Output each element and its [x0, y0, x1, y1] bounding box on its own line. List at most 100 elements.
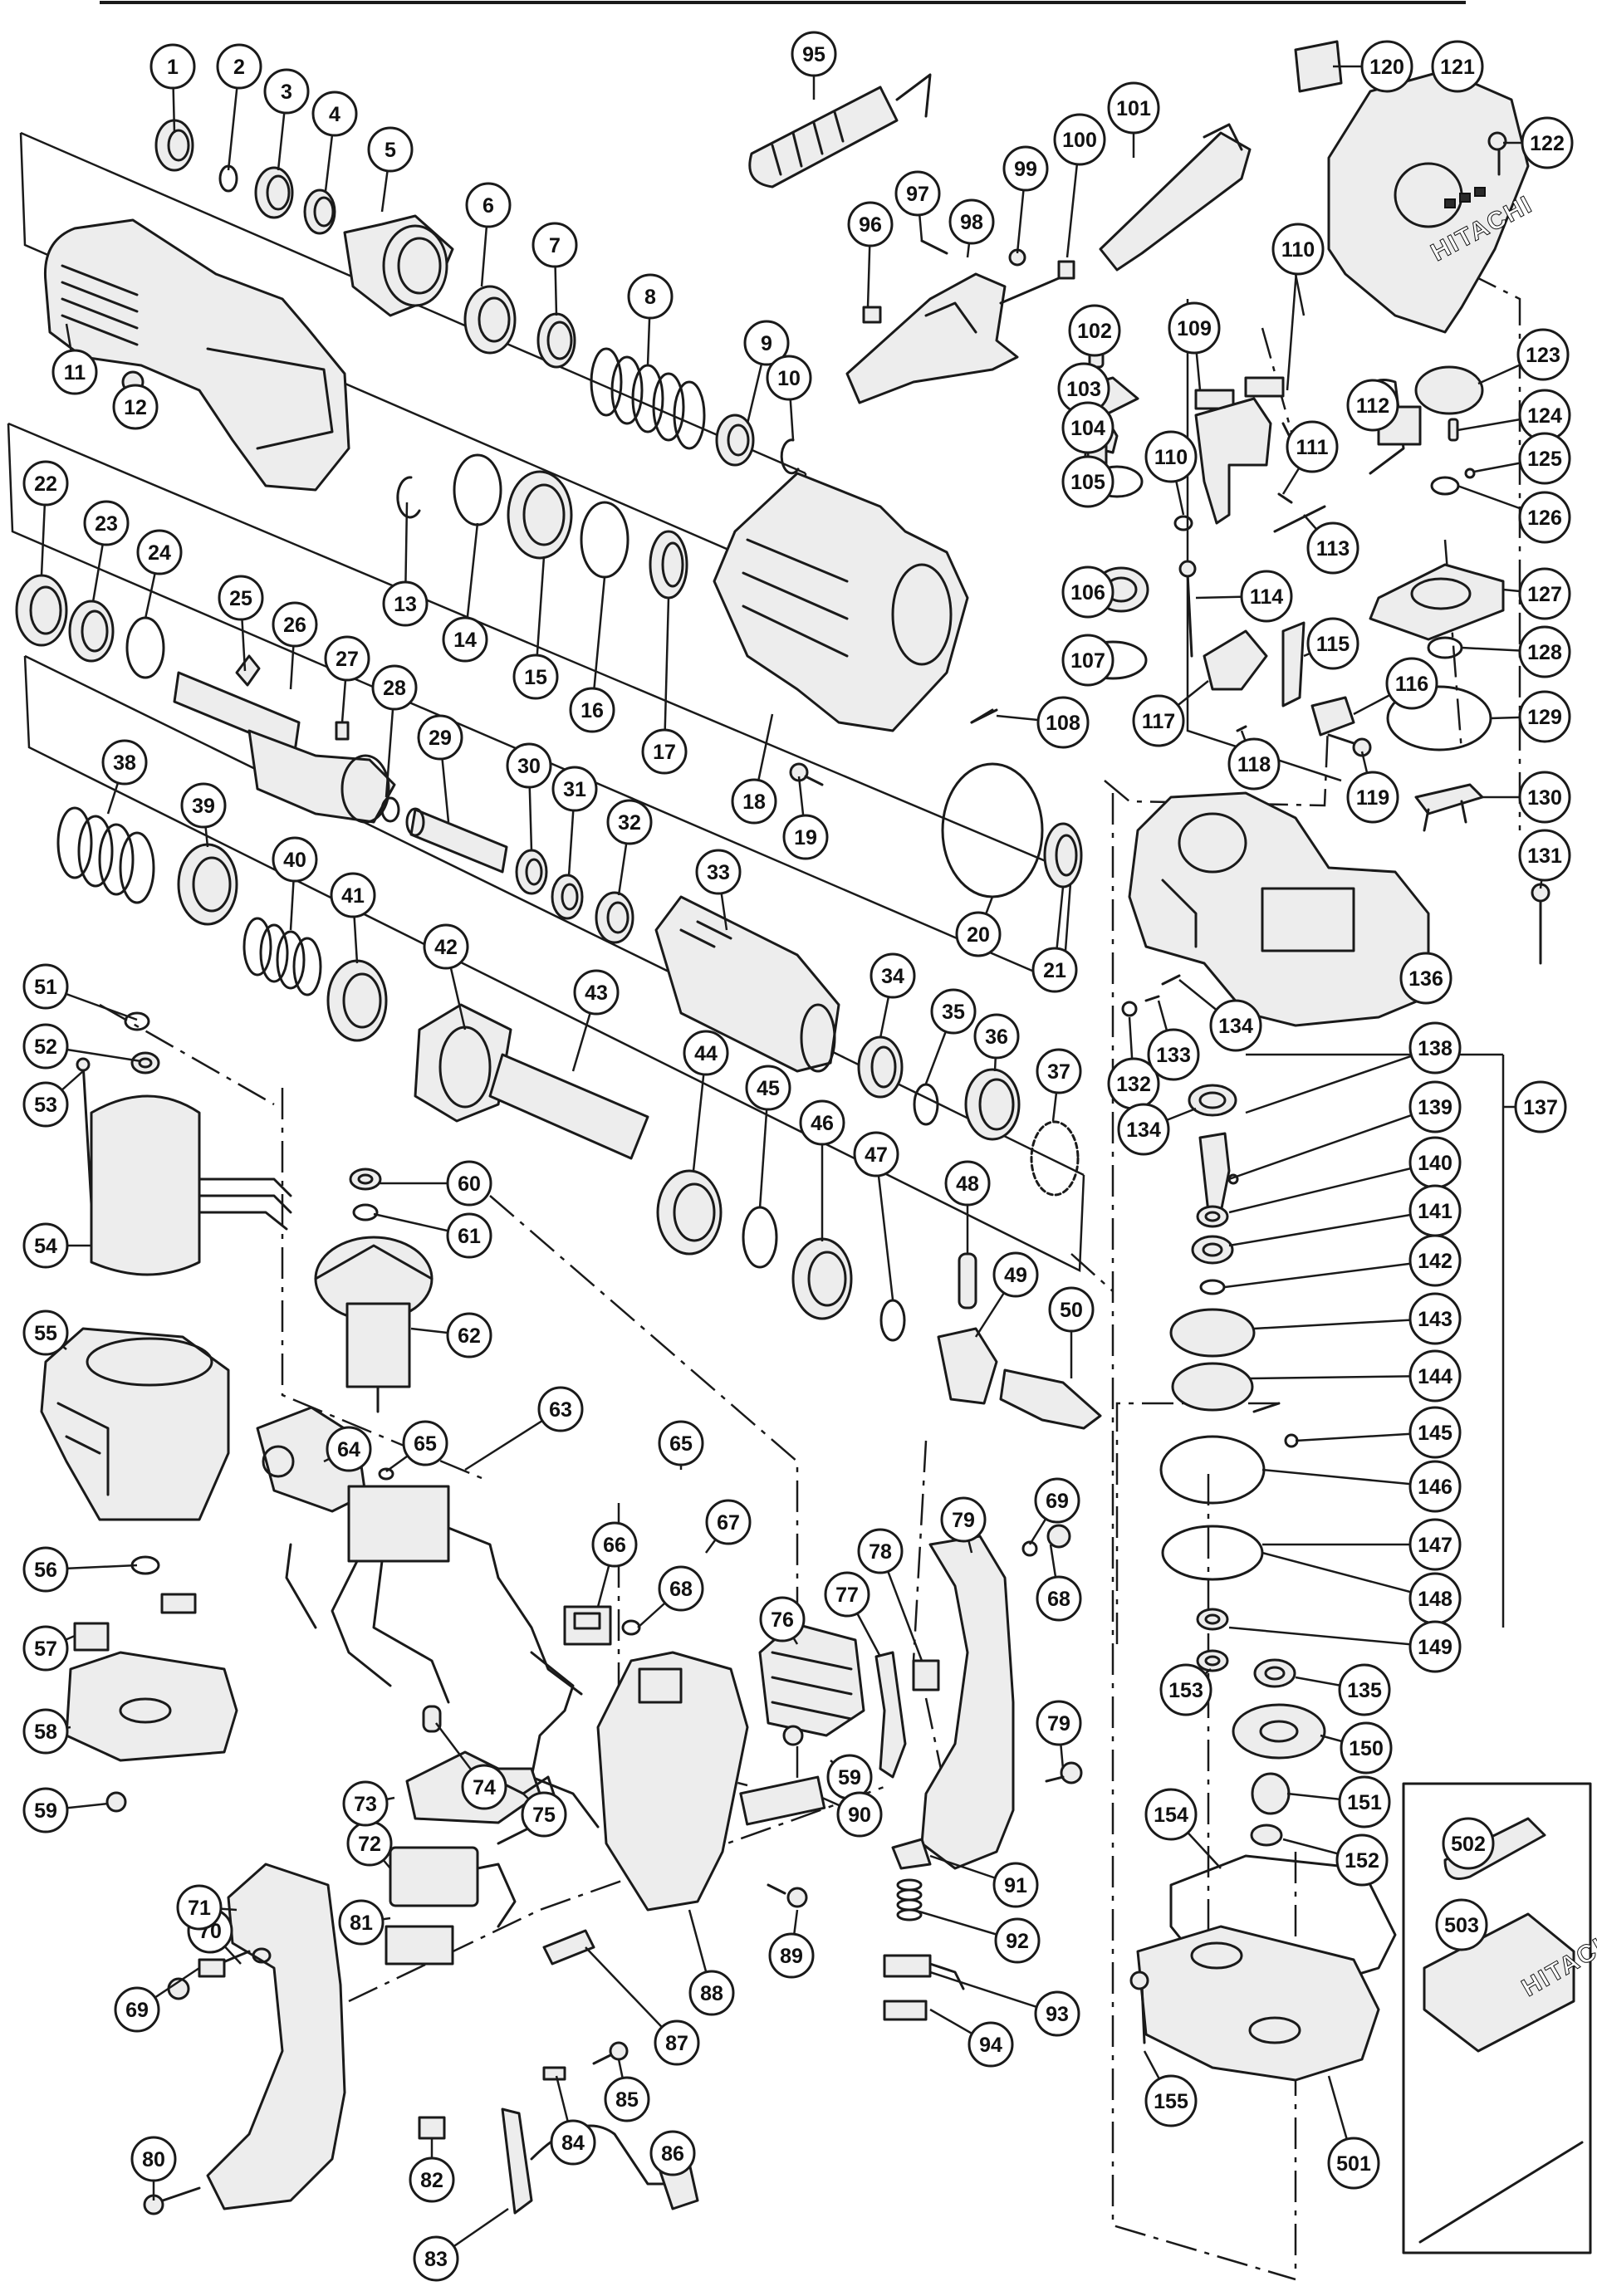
callout-circle	[551, 766, 598, 812]
callout-35: 35	[930, 988, 977, 1035]
callout-48: 48	[944, 1160, 991, 1207]
part-number: 89	[780, 1945, 803, 1968]
callout-141: 141	[1408, 1184, 1462, 1237]
callout-circle	[994, 1917, 1041, 1964]
callout-circle	[569, 687, 615, 733]
part-number: 59	[838, 1766, 861, 1789]
callout-98: 98	[948, 198, 995, 245]
leader-line-142	[1224, 1259, 1436, 1289]
callout-47: 47	[853, 1131, 899, 1177]
callout-circle	[641, 728, 688, 775]
callout-2: 2	[216, 43, 262, 90]
callout-circle	[1518, 829, 1571, 882]
part-number: 99	[1014, 158, 1037, 181]
part-number: 17	[653, 741, 676, 764]
part-number: 52	[34, 1035, 57, 1059]
callout-circle	[930, 988, 977, 1035]
callout-155: 155	[1144, 2074, 1198, 2127]
callout-circle	[940, 1496, 987, 1543]
part-number: 78	[869, 1540, 892, 1564]
part-number: 84	[561, 2132, 585, 2155]
callout-116: 116	[1385, 657, 1438, 710]
callout-115: 115	[1306, 617, 1359, 670]
callout-61: 61	[446, 1212, 492, 1259]
callout-circle	[338, 1899, 385, 1946]
part-number: 7	[549, 234, 561, 257]
callout-circle	[1335, 1833, 1389, 1887]
part-number: 122	[1530, 132, 1565, 155]
callout-39: 39	[180, 782, 227, 829]
part-number: 128	[1527, 641, 1562, 664]
callout-134: 134	[1117, 1103, 1170, 1156]
callout-circle	[1061, 455, 1114, 508]
part-number: 91	[1004, 1874, 1027, 1897]
callout-138: 138	[1408, 1021, 1462, 1075]
part-number: 1	[167, 56, 179, 79]
callout-55: 55	[22, 1310, 69, 1356]
part-number: 129	[1527, 706, 1562, 729]
part-number: 29	[429, 727, 452, 750]
part-number: 14	[453, 629, 477, 652]
part-number: 88	[700, 1982, 723, 2005]
callout-63: 63	[537, 1386, 584, 1432]
part-number: 45	[757, 1077, 780, 1100]
part-number: 123	[1526, 344, 1560, 367]
callout-14: 14	[442, 616, 488, 663]
part-number: 502	[1451, 1833, 1486, 1856]
callout-circle	[324, 635, 370, 682]
part-number: 90	[848, 1804, 871, 1827]
part-number: 114	[1250, 585, 1283, 609]
part-number: 72	[358, 1833, 381, 1856]
part-number: 43	[585, 982, 608, 1005]
part-number: 19	[794, 826, 817, 849]
callout-circle	[1240, 570, 1293, 623]
callout-142: 142	[1408, 1234, 1462, 1287]
part-number: 153	[1168, 1679, 1203, 1702]
part-number: 2	[233, 56, 245, 79]
callout-149: 149	[1408, 1620, 1462, 1673]
part-number: 133	[1156, 1044, 1191, 1067]
part-number: 146	[1418, 1476, 1452, 1499]
part-number: 111	[1296, 436, 1329, 459]
callout-circle	[731, 778, 777, 825]
part-number: 6	[483, 194, 494, 218]
callout-circle	[688, 1970, 735, 2016]
callout-circle	[1518, 771, 1571, 824]
part-number: 69	[1046, 1490, 1069, 1513]
callout-circle	[683, 1030, 729, 1076]
part-number: 73	[354, 1793, 377, 1816]
callout-49: 49	[992, 1251, 1039, 1298]
leader-line-139	[1228, 1105, 1436, 1181]
callout-circle	[654, 2019, 700, 2066]
callout-144: 144	[1408, 1349, 1462, 1403]
part-number: 126	[1527, 507, 1562, 530]
callout-24: 24	[136, 529, 183, 575]
callout-circle	[649, 2130, 696, 2176]
part-number: 134	[1218, 1015, 1253, 1038]
part-number: 108	[1046, 712, 1080, 735]
callout-circle	[446, 1312, 492, 1359]
callout-circle	[465, 182, 512, 228]
callout-129: 129	[1518, 690, 1571, 743]
part-number: 113	[1316, 537, 1350, 561]
callout-circle	[955, 911, 1002, 957]
callout-circle	[330, 872, 376, 918]
callout-circle	[1061, 634, 1114, 687]
callout-circle	[371, 664, 418, 711]
part-number: 117	[1142, 710, 1175, 733]
callout-122: 122	[1521, 116, 1574, 169]
callout-circle	[442, 616, 488, 663]
callout-circle	[1107, 81, 1160, 135]
callout-119: 119	[1346, 771, 1399, 824]
part-number: 86	[661, 2142, 684, 2166]
callout-circle	[1034, 1477, 1080, 1524]
part-number: 64	[337, 1438, 360, 1461]
callout-81: 81	[338, 1899, 385, 1946]
callout-circle	[1518, 625, 1571, 678]
callout-57: 57	[22, 1625, 69, 1672]
callout-circle	[22, 963, 69, 1010]
callout-93: 93	[1034, 1990, 1080, 2037]
part-number: 110	[1154, 446, 1188, 469]
callout-32: 32	[606, 799, 653, 845]
callout-circle	[22, 1708, 69, 1755]
